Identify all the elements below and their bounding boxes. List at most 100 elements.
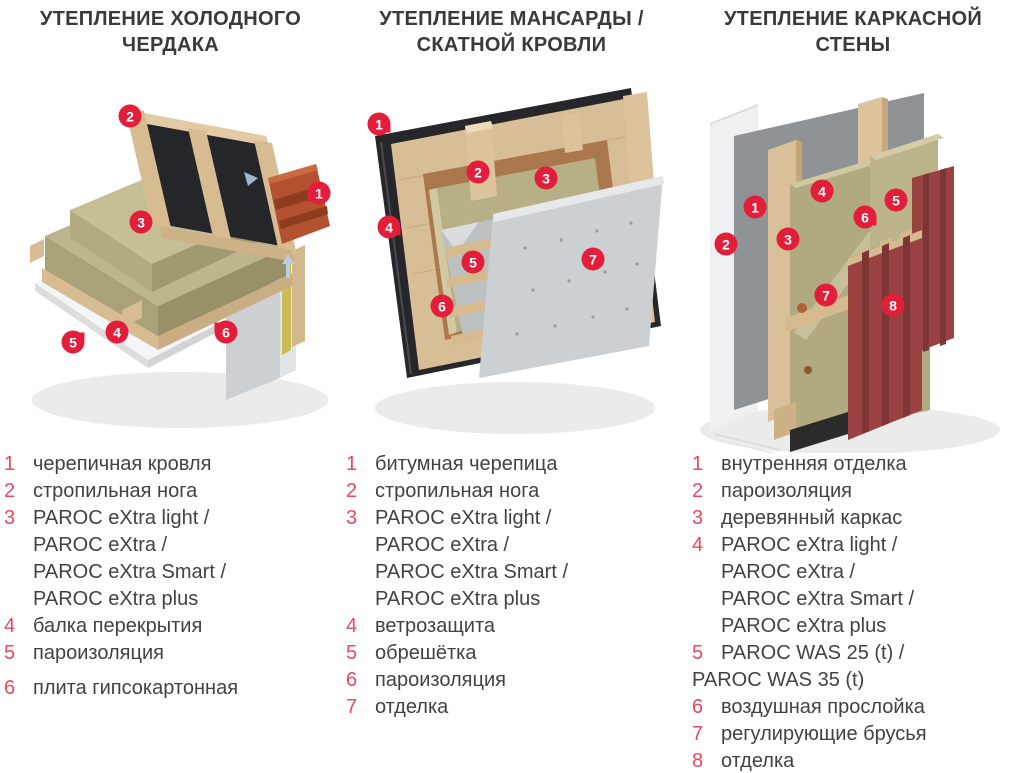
legend-item-number: 5 [4, 642, 16, 664]
legend-item: 4 ветрозащита [346, 613, 676, 640]
frame-wall-drawing [700, 93, 1000, 453]
legend-line: черепичная кровля [33, 453, 212, 475]
diagram-marker-2: 2 [466, 160, 490, 184]
legend-line: стропильная нога [375, 480, 540, 502]
regulating-bar-shape [786, 288, 868, 332]
legend-item-number: 4 [4, 615, 16, 637]
marker-arrow-se [868, 217, 885, 234]
legend-line: обрешётка [375, 642, 477, 664]
legend-line: PAROC eXtra plus [721, 615, 887, 637]
legend-item-text: PAROC eXtra light /PAROC eXtra /PAROC eX… [33, 505, 334, 613]
ground-shadow [375, 382, 655, 434]
legend-item-text: воздушная прослойка [721, 694, 1022, 721]
legend-line: балка перекрытия [33, 615, 203, 637]
diagram-marker-2: 2 [118, 104, 142, 128]
title-line: СТЕНЫ [815, 34, 891, 56]
screw-dots [515, 221, 639, 336]
title-line: УТЕПЛЕНИЕ ХОЛОДНОГО [39, 8, 302, 30]
legend-line: воздушная прослойка [721, 696, 925, 718]
section-title-pitched-roof: УТЕПЛЕНИЕ МАНСАРДЫ / СКАТНОЙ КРОВЛИ [341, 6, 682, 58]
legend-item-text: пароизоляция [375, 667, 676, 694]
legend-line: стропильная нога [33, 480, 198, 502]
legend-item-text: отделка [721, 748, 1022, 773]
legend-line: пароизоляция [33, 642, 164, 664]
legend-line: деревянный каркас [721, 507, 903, 529]
legend-line: пароизоляция [721, 480, 852, 502]
diagram-marker-7: 7 [814, 283, 838, 307]
legend-item-text: отделка [375, 694, 676, 721]
legend-item: 5 пароизоляция [4, 640, 334, 667]
legend-item-text: стропильная нога [33, 478, 334, 505]
legend-line: ветрозащита [375, 615, 496, 637]
legend-item-text: регулирующие брусья [721, 721, 1022, 748]
legend-item-text: балка перекрытия [33, 613, 334, 640]
title-line: УТЕПЛЕНИЕ КАРКАСНОЙ [723, 8, 983, 30]
legend-line: плита гипсокартонная [33, 677, 239, 699]
diagram-marker-6: 6 [430, 294, 454, 318]
diagram-marker-2: 2 [714, 232, 738, 256]
legend-item-number: 3 [692, 507, 704, 529]
rafter-shape [561, 113, 583, 153]
legend-item-text: плита гипсокартонная [33, 675, 334, 702]
legend-item-number: 2 [4, 480, 16, 502]
legend-item-number: 8 [692, 750, 704, 772]
legend-item: 1 битумная черепица [346, 451, 676, 478]
base-strip-shape [790, 412, 848, 452]
legend-item-text: битумная черепица [375, 451, 676, 478]
legend-line: PAROC eXtra light / [375, 507, 552, 529]
ridge-beam-shape [128, 110, 270, 148]
legend-item: 8 отделка [692, 748, 1022, 773]
legend-item-number: 5 [346, 642, 358, 664]
section-title-frame-wall: УТЕПЛЕНИЕ КАРКАСНОЙ СТЕНЫ [682, 6, 1024, 58]
diagram-marker-5: 5 [461, 250, 485, 274]
legend-item-text: черепичная кровля [33, 451, 334, 478]
legend-line: PAROC eXtra / [33, 534, 168, 556]
ventilation-arrow-shape [244, 172, 258, 186]
diagram-marker-1: 1 [743, 195, 767, 219]
diagram-marker-8: 8 [881, 293, 905, 317]
legend-item-text: стропильная нога [375, 478, 676, 505]
legend-item-text: PAROC eXtra light /PAROC eXtra /PAROC eX… [375, 505, 676, 613]
legend-line: PAROC WAS 35 (t) [692, 669, 865, 691]
legend-item-number: 4 [346, 615, 358, 637]
marker-arrow-sw [299, 193, 316, 210]
ventilation-arrow-shape [282, 254, 294, 278]
marker-arrow-se [392, 227, 409, 244]
diagram-marker-6: 6 [853, 205, 885, 234]
diagram-marker-3: 3 [129, 210, 153, 234]
legend-line: пароизоляция [375, 669, 506, 691]
marker-arrow-se [382, 124, 399, 141]
legend-item-text: деревянный каркас [721, 505, 1022, 532]
legend-item-number: 6 [692, 696, 704, 718]
rafter-shape [188, 128, 232, 244]
legend-line: PAROC eXtra / [721, 561, 856, 583]
title-line: СКАТНОЙ КРОВЛИ [416, 34, 607, 56]
legend-item-number: 1 [346, 453, 358, 475]
diagram-marker-4: 4 [105, 320, 129, 344]
pitched-roof-drawing [375, 88, 664, 434]
legend-item-text: пароизоляция [33, 640, 334, 667]
marker-arrow-ne [76, 324, 93, 341]
marker-arrow-nw [206, 314, 223, 331]
rafter-shape [623, 92, 655, 200]
frame-stud-shape [858, 97, 882, 173]
title-line: УТЕПЛЕНИЕ МАНСАРДЫ / [379, 8, 644, 30]
legend-line: PAROC eXtra light / [33, 507, 210, 529]
legend-line: отделка [721, 750, 795, 772]
legend-item-text: внутренняя отделка [721, 451, 1022, 478]
